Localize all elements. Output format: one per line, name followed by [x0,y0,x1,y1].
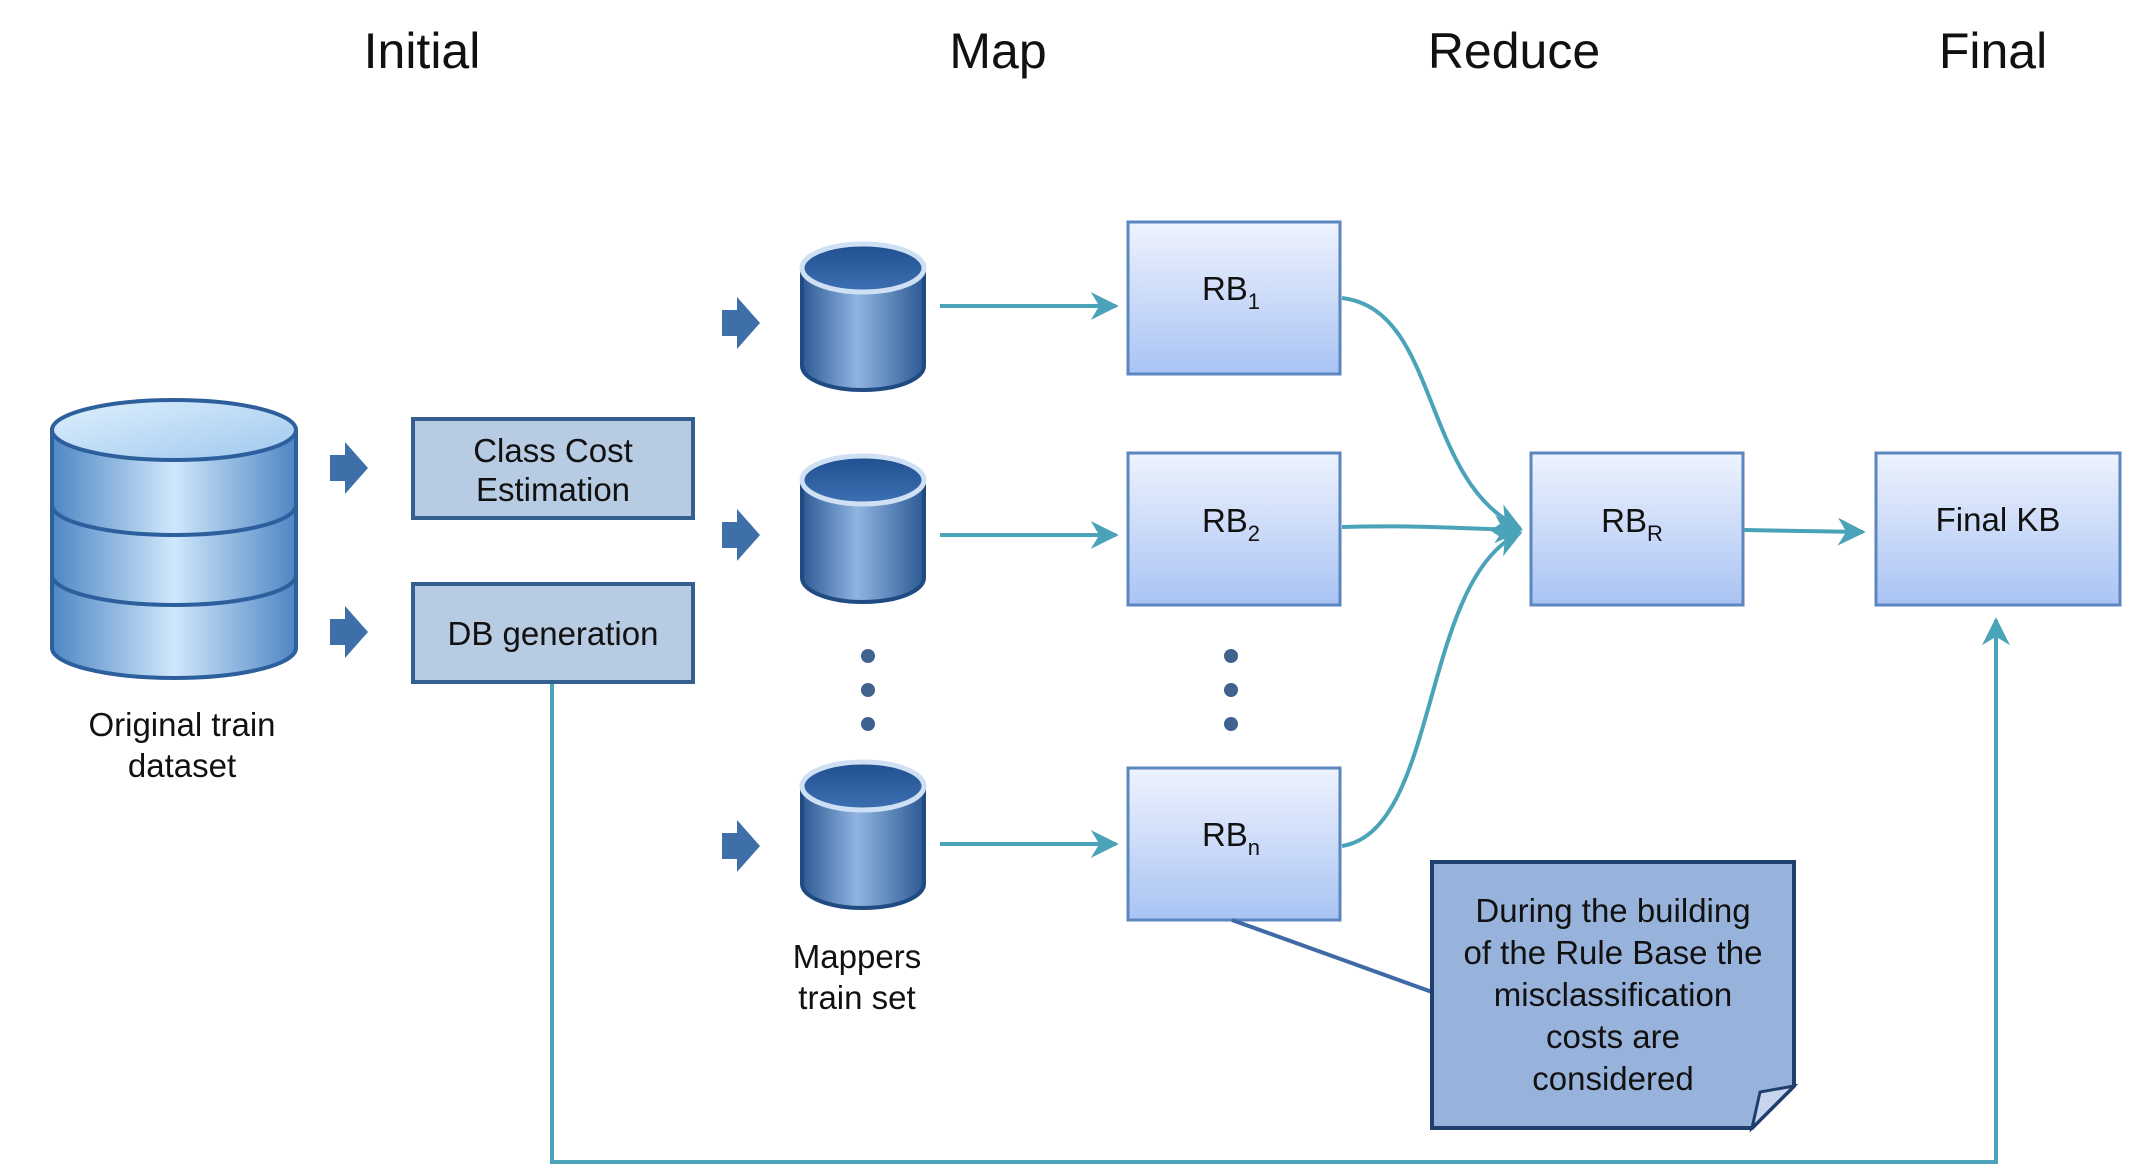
note-line-4: costs are [1546,1018,1680,1055]
rule-base-reduce-box [1529,451,1745,607]
class-cost-line2: Estimation [476,471,630,508]
ellipsis-dots [1224,649,1238,731]
phase-map-title: Map [949,23,1046,79]
block-arrow-icon [330,606,368,658]
class-cost-line1: Class Cost [473,432,633,469]
mappers-label-line1: Mappers [793,938,921,975]
block-arrow-icon [722,820,760,872]
connector-arrow [1341,515,1523,544]
phase-reduce-title: Reduce [1428,23,1600,79]
rule-base-2-label: RB2 [1202,502,1260,546]
dataset-label-line2: dataset [128,747,236,784]
note-line-2: of the Rule Base the [1463,934,1762,971]
connector-arrow [1341,531,1523,848]
block-arrow-icon [722,509,760,561]
class-cost-estimation-box [411,417,695,520]
ellipsis-dots [861,649,875,731]
final-kb-label: Final KB [1936,501,2061,538]
note-line-1: During the building [1475,892,1750,929]
rule-base-n-label: RBn [1202,816,1260,860]
note-line-3: misclassification [1494,976,1732,1013]
mapper-cylinder-icon [799,453,927,604]
mapper-cylinder-icon [799,759,927,910]
rule-base-2-box [1126,451,1342,607]
final-kb-box [1874,451,2122,607]
db-generation-label: DB generation [448,615,659,652]
rule-base-1-label: RB1 [1202,270,1260,314]
connector-arrow [1743,517,1866,546]
dataset-label-line1: Original train [88,706,275,743]
original-dataset-cylinder-icon [50,398,298,680]
rule-base-reduce-label: RBR [1601,502,1663,546]
note-callout-line [1231,918,1433,994]
db-generation-box [411,582,695,684]
rule-base-1-box [1126,220,1342,376]
connector-arrow [1341,296,1523,530]
note-box [1430,860,1799,1133]
block-arrow-icon [722,297,760,349]
mapper-cylinder-icon [799,241,927,392]
connector-arrow [550,617,2010,1164]
phase-final-title: Final [1939,23,2047,79]
rule-base-n-box [1126,766,1342,922]
block-arrow-icon [330,442,368,494]
note-line-5: considered [1532,1060,1693,1097]
phase-initial-title: Initial [364,23,481,79]
mappers-label-line2: train set [798,979,915,1016]
